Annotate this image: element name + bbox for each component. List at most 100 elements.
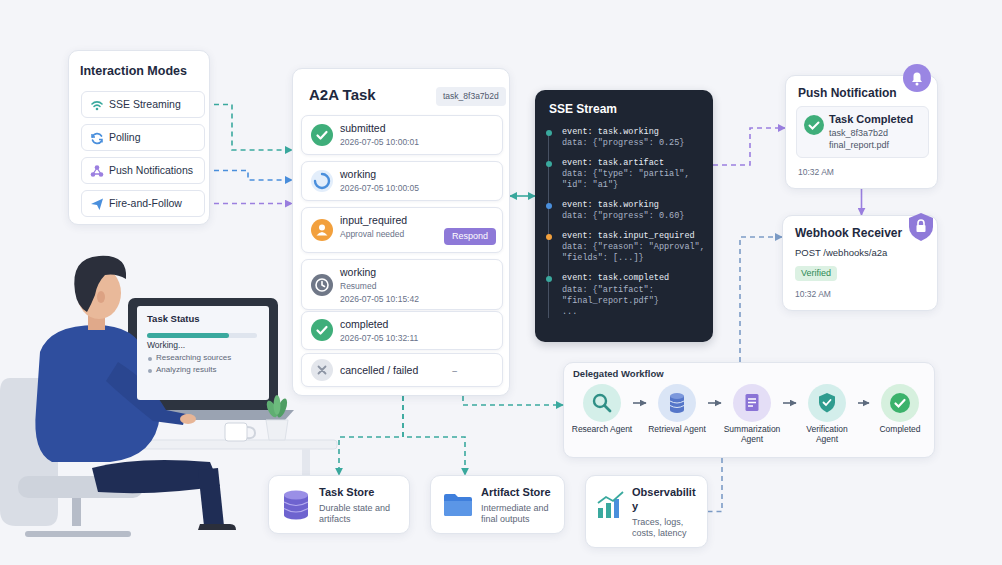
webhook-card: Webhook ReceiverPOST /webhooks/a2a 10:32 … (782, 215, 938, 311)
database-icon (279, 488, 313, 522)
node-title: Delegated Workflow (573, 368, 925, 380)
node-title: submitted (340, 122, 494, 135)
mode-icon (90, 197, 104, 211)
node-title: SSE Stream (549, 102, 705, 117)
agent-node: Retrieval Agent (646, 384, 708, 448)
node-text: 2026-07-05 10:00:01 (340, 137, 494, 148)
node-text: Analyzing results (147, 365, 259, 375)
task-id-badge: task_8f3a7b2d (436, 87, 506, 106)
node-title: cancelled / failed (340, 364, 418, 377)
connector (205, 105, 292, 150)
status-icon (311, 359, 333, 381)
mode-icon (90, 131, 104, 145)
mode-item: Polling (81, 124, 205, 151)
node-text: data: {"type": "partial", "id": "a1"} (562, 169, 705, 191)
node-text: data: {"artifact": "final_report.pdf"} (562, 285, 705, 307)
node-text: 2026-07-05 10:15:42 (340, 294, 494, 305)
node-title: Completed (869, 425, 931, 435)
status-icon (311, 219, 333, 241)
node-title: working (340, 266, 494, 279)
agent-icon (881, 384, 919, 422)
node-title: input_required (340, 214, 494, 227)
node-title: Verification Agent (796, 425, 858, 445)
node-title: Task Status (147, 313, 259, 325)
mode-icon (90, 164, 104, 178)
connector (339, 396, 403, 475)
state-row: submitted 2026-07-05 10:00:01 (301, 115, 503, 155)
chart-icon (594, 488, 628, 522)
node-title: Verified (801, 268, 831, 279)
node-text: data: {"reason": "Approval", "fields": [… (562, 242, 705, 264)
state-row: completed 2026-07-05 10:32:11 (301, 311, 503, 350)
node-title: Task Store (319, 486, 403, 500)
node-text: event: task.completed (562, 273, 705, 284)
state-row: workingResumed 2026-07-05 10:15:42 (301, 259, 503, 310)
node-title: Research Agent (571, 425, 633, 435)
workflow-panel: Delegated WorkflowResearch Agent Retrieva… (563, 362, 935, 458)
respond-button: Respond (444, 228, 496, 245)
agent-node: Completed (869, 384, 931, 448)
shield-icon (907, 212, 935, 242)
agent-node: Summarization Agent (721, 384, 783, 448)
connector (708, 402, 721, 404)
node-title: Task Completed (829, 113, 922, 127)
node-text: POST /webhooks/a2a (795, 247, 925, 259)
notification-item: Task Completedtask_8f3a7b2dfinal_report.… (796, 106, 929, 158)
node-text: data: {"progress": 0.60} (562, 211, 705, 222)
connector (205, 203, 292, 205)
node-text: 2026-07-05 10:32:11 (340, 333, 494, 344)
notification-card: Push Notification 10:32 AM Task Completedt… (785, 75, 938, 189)
node-text: Traces, logs, costs, latency (632, 517, 701, 540)
store-box: Artifact StoreIntermediate and final out… (430, 475, 565, 534)
node-text: event: task.working (562, 127, 705, 138)
agent-icon (733, 384, 771, 422)
node-title: Polling (109, 131, 200, 144)
state-row: working2026-07-05 10:00:05 (301, 161, 503, 201)
node-title: Retrieval Agent (646, 425, 708, 435)
node-text: ... (562, 307, 705, 318)
node-title: SSE Streaming (109, 98, 200, 111)
agent-node: Verification Agent (796, 384, 858, 448)
node-text: data: {"progress": 0.25} (562, 138, 705, 149)
connector (403, 396, 465, 475)
node-text: Durable state and artifacts (319, 503, 403, 526)
node-title: Summarization Agent (721, 425, 783, 445)
node-title: Push Notification (798, 86, 925, 101)
status-icon (311, 124, 333, 146)
node-title: Interaction Modes (80, 64, 198, 80)
connector (463, 396, 563, 405)
node-text: event: task.working (562, 200, 705, 211)
node-title: Fire-and-Follow (109, 197, 200, 210)
node-text: 10:32 AM (795, 289, 925, 300)
connector (858, 402, 869, 404)
node-text: Intermediate and final outputs (481, 503, 558, 526)
connector (633, 402, 646, 404)
node-text: 10:32 AM (798, 167, 925, 178)
agent-icon (583, 384, 621, 422)
agent-icon (658, 384, 696, 422)
connector (205, 171, 292, 180)
agent-icon (808, 384, 846, 422)
bell-icon (903, 64, 931, 92)
node-text: Resumed (340, 281, 494, 292)
node-title: Observability (632, 486, 701, 514)
node-title: working (340, 168, 494, 181)
node-text: final_report.pdf (829, 140, 922, 151)
node-text: – (452, 366, 457, 377)
panel: Interaction ModesSSE StreamingPollingPus… (68, 50, 210, 225)
connector (713, 128, 785, 165)
state-row: input_requiredApproval neededRespond (301, 207, 503, 253)
node-title: task_8f3a7b2d (443, 91, 499, 102)
connector (740, 237, 782, 362)
folder-icon (441, 488, 475, 522)
node-title: Respond (452, 231, 488, 242)
state-row: cancelled / failed – (301, 353, 503, 387)
node-text: event: task.artifact (562, 158, 705, 169)
status-icon (311, 274, 333, 296)
check-icon (804, 115, 824, 135)
node-text: Working... (147, 340, 259, 351)
agent-node: Research Agent (571, 384, 633, 448)
store-box: ObservabilityTraces, logs, costs, latenc… (585, 475, 708, 548)
node-title: completed (340, 318, 494, 331)
node-title: Webhook Receiver (795, 226, 925, 241)
